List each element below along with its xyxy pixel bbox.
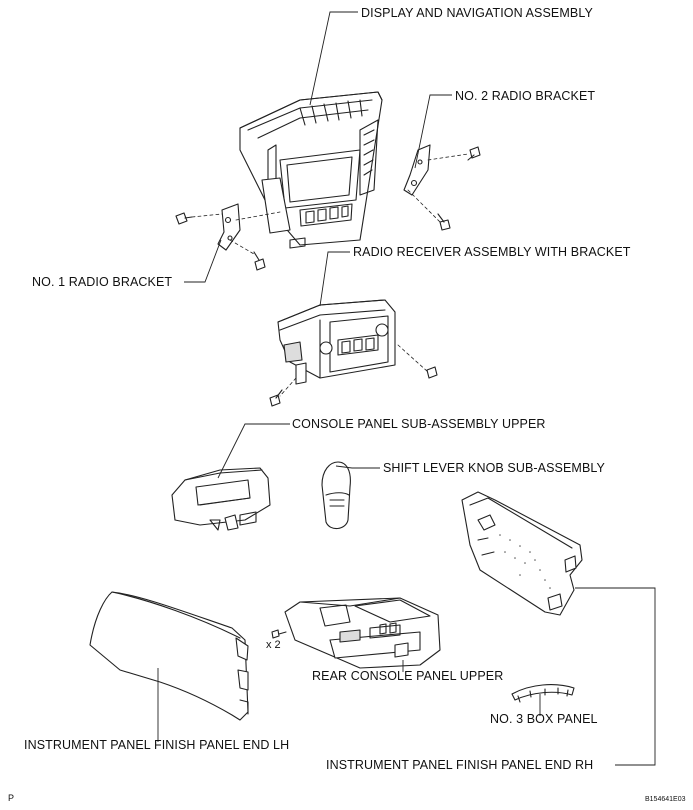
label-display-navigation: DISPLAY AND NAVIGATION ASSEMBLY <box>361 6 593 20</box>
no1-radio-bracket <box>217 203 241 251</box>
shift-lever-knob <box>321 461 351 530</box>
label-finish-panel-end-rh: INSTRUMENT PANEL FINISH PANEL END RH <box>326 758 594 772</box>
figure-code: B154641E03 <box>645 796 686 803</box>
display-navigation-assembly <box>239 91 383 249</box>
radio-bolts <box>269 366 438 407</box>
radio-dashed-guides <box>279 344 429 397</box>
radio-receiver-assembly <box>277 299 396 385</box>
screw-quantity-label: x 2 <box>266 639 281 651</box>
leader-lines <box>157 11 656 766</box>
label-radio-receiver: RADIO RECEIVER ASSEMBLY WITH BRACKET <box>353 245 631 259</box>
corner-mark: P <box>8 793 14 803</box>
label-no3-box-panel: NO. 3 BOX PANEL <box>490 712 598 726</box>
finish-panel-end-rh <box>461 491 583 616</box>
label-shift-lever-knob: SHIFT LEVER KNOB SUB-ASSEMBLY <box>383 461 605 475</box>
upper-dashed-guides <box>191 153 469 255</box>
finish-panel-end-lh <box>89 591 249 721</box>
label-console-panel-upper: CONSOLE PANEL SUB-ASSEMBLY UPPER <box>292 417 546 431</box>
label-rear-console-panel: REAR CONSOLE PANEL UPPER <box>312 669 504 683</box>
console-panel-upper <box>171 467 271 531</box>
no3-box-panel <box>511 684 575 703</box>
rear-console-screws <box>271 629 287 639</box>
upper-bolts <box>175 146 481 271</box>
rear-console-panel-upper <box>284 597 441 669</box>
label-finish-panel-end-lh: INSTRUMENT PANEL FINISH PANEL END LH <box>24 738 290 752</box>
label-no2-radio-bracket: NO. 2 RADIO BRACKET <box>455 89 596 103</box>
no2-radio-bracket <box>403 144 431 196</box>
label-no1-radio-bracket: NO. 1 RADIO BRACKET <box>32 275 173 289</box>
